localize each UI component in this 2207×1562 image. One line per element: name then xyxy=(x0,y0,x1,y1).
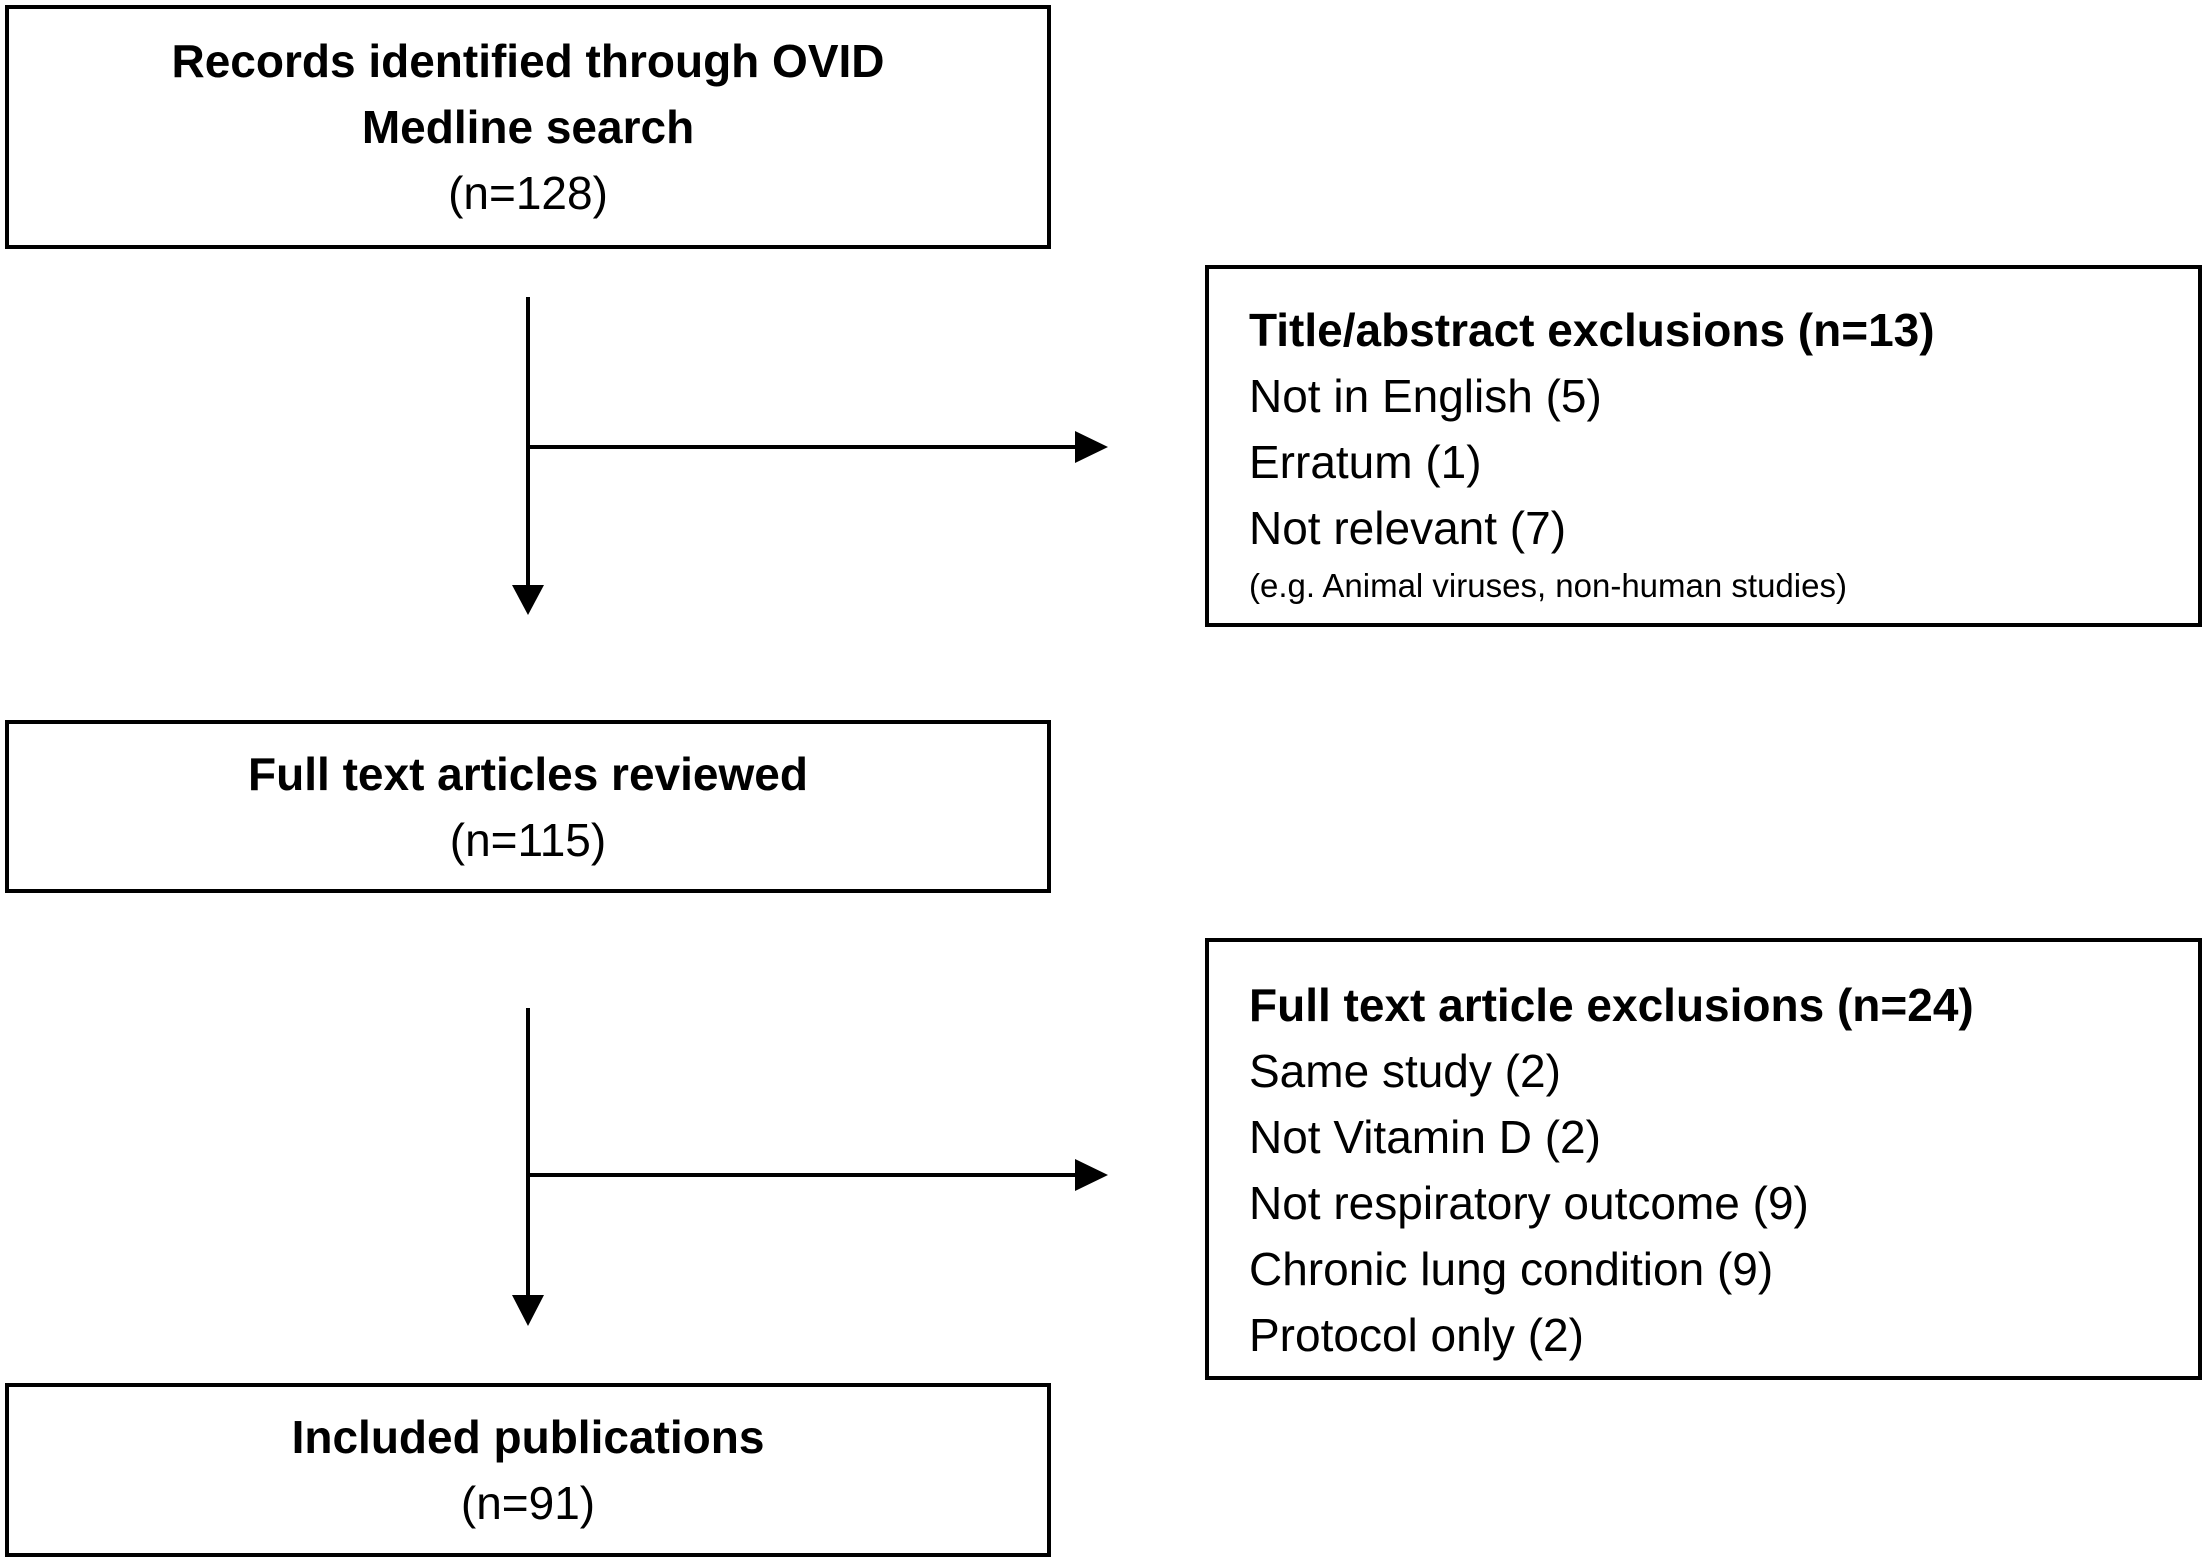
full-text-reviewed-box: Full text articles reviewed (n=115) xyxy=(5,720,1051,893)
title-abstract-exclusions-title: Title/abstract exclusions (n=13) xyxy=(1249,304,1935,356)
records-identified-box: Records identified through OVID Medline … xyxy=(5,5,1051,249)
records-count: (n=128) xyxy=(448,167,608,219)
included-count: (n=91) xyxy=(460,1477,596,1529)
included-title: Included publications xyxy=(291,1411,765,1463)
arrowhead-right-1 xyxy=(1075,431,1108,463)
title-abstract-exclusions-box: Title/abstract exclusions (n=13) Not in … xyxy=(1205,265,2202,627)
arrowhead-down-1 xyxy=(512,585,544,615)
exclusion-item-not-vitamin-d: Not Vitamin D (2) xyxy=(1249,1111,1601,1163)
full-text-exclusions-box: Full text article exclusions (n=24) Same… xyxy=(1205,938,2202,1380)
included-publications-box: Included publications (n=91) xyxy=(5,1383,1051,1557)
full-text-reviewed-title: Full text articles reviewed xyxy=(248,747,808,800)
exclusion-item-same-study: Same study (2) xyxy=(1249,1045,1561,1097)
exclusion-item-chronic-lung: Chronic lung condition (9) xyxy=(1249,1243,1774,1295)
arrowhead-right-2 xyxy=(1075,1159,1108,1191)
exclusion-item-protocol-only: Protocol only (2) xyxy=(1249,1309,1584,1361)
arrowhead-down-2 xyxy=(512,1295,544,1326)
full-text-reviewed-count: (n=115) xyxy=(449,813,607,866)
exclusion-item-not-english: Not in English (5) xyxy=(1249,370,1602,422)
exclusion-item-not-respiratory: Not respiratory outcome (9) xyxy=(1249,1177,1809,1229)
exclusion-item-not-relevant: Not relevant (7) xyxy=(1249,502,1567,554)
full-text-exclusions-title: Full text article exclusions (n=24) xyxy=(1249,979,1974,1031)
records-title-line-1: Records identified through OVID xyxy=(171,35,885,87)
records-title-line-2: Medline search xyxy=(361,101,695,153)
exclusion-note: (e.g. Animal viruses, non-human studies) xyxy=(1249,567,1847,604)
exclusion-item-erratum: Erratum (1) xyxy=(1249,436,1482,488)
